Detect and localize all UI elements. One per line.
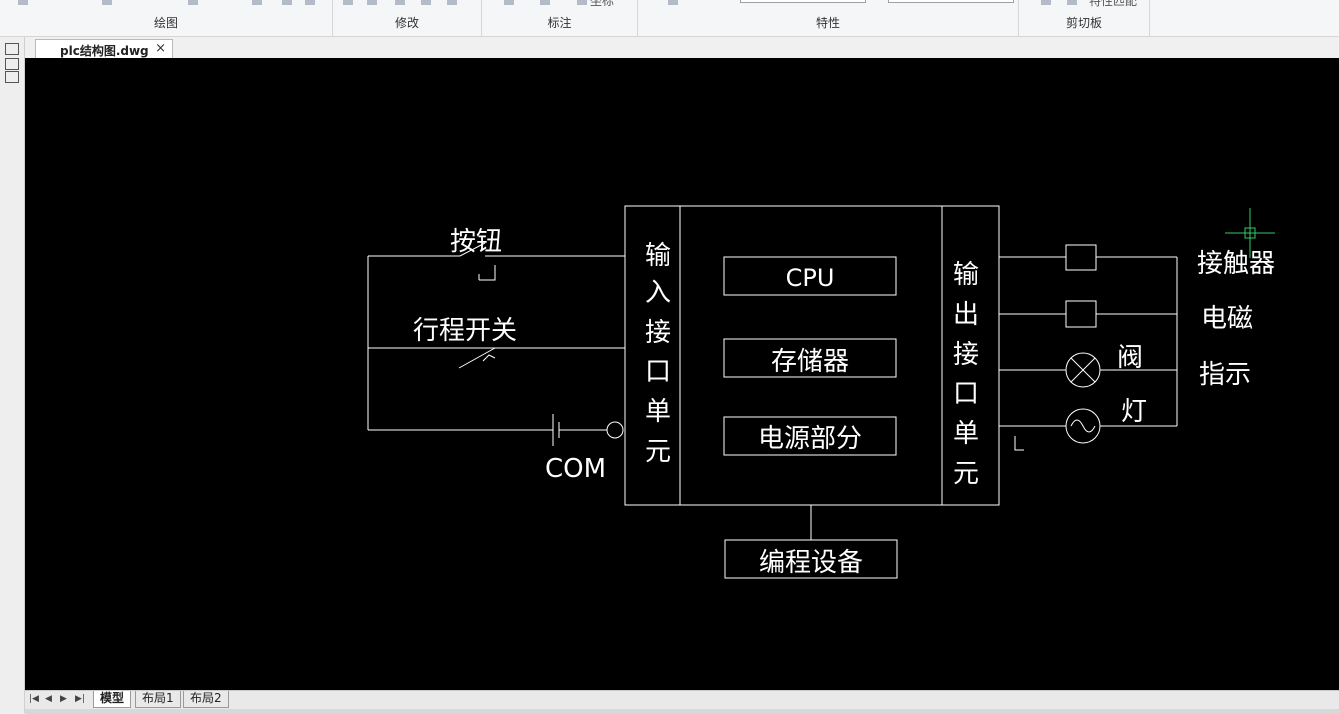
plc-outer-box xyxy=(624,205,1000,506)
contactor-label: 接触器 xyxy=(1197,249,1275,279)
ribbon-group-properties[interactable]: 特性 xyxy=(638,0,1019,36)
ribbon-group-clipboard[interactable]: 特性匹配 剪切板 xyxy=(1019,0,1150,36)
indicator-lamp-cross xyxy=(1070,357,1096,383)
modify-tool-icon[interactable] xyxy=(343,0,353,5)
clipboard-tool-icon[interactable] xyxy=(1041,0,1051,5)
output-unit-char: 元 xyxy=(953,459,979,489)
draw-tool-icon[interactable] xyxy=(252,0,262,5)
output-unit-char: 单 xyxy=(953,419,979,449)
button-contact xyxy=(459,242,486,257)
crosshair-cursor xyxy=(1225,208,1275,258)
draw-tool-icon[interactable] xyxy=(282,0,292,5)
horizontal-scrollbar[interactable] xyxy=(25,709,1339,714)
button-label: 按钮 xyxy=(450,227,502,257)
limit-switch-contact xyxy=(458,347,496,369)
input-unit-char: 输 xyxy=(645,241,671,271)
output-unit-char: 输 xyxy=(953,260,979,290)
tab-model[interactable]: 模型 xyxy=(93,691,132,708)
match-properties-label[interactable]: 特性匹配 xyxy=(1089,0,1138,8)
valve-label: 阀 xyxy=(1117,343,1143,373)
ribbon-group-modify[interactable]: 修改 xyxy=(333,0,482,36)
coordinate-icon[interactable] xyxy=(577,0,587,5)
dimension-tool-icon[interactable] xyxy=(504,0,514,5)
cpu-label: CPU xyxy=(786,264,835,292)
crosshair-pickbox xyxy=(1244,227,1256,239)
ribbon-toolbar: 绘图 修改 坐标 标注 特性 特性匹配 剪切板 xyxy=(0,0,1339,37)
panel-toggle-icon[interactable] xyxy=(5,43,19,55)
limit-switch-label: 行程开关 xyxy=(413,316,517,346)
document-tab[interactable]: plc结构图.dwg × xyxy=(35,39,173,58)
output-unit-char: 口 xyxy=(953,379,979,409)
drawing-canvas[interactable]: 按钮 行程开关 COM 输 入 接 口 单 元 输 出 接 口 单 元 CPU … xyxy=(25,58,1339,690)
com-terminal xyxy=(606,421,624,439)
match-properties-icon[interactable] xyxy=(1067,0,1077,5)
com-label: COM xyxy=(545,454,606,484)
next-tab-icon[interactable]: ▶ xyxy=(60,694,67,704)
solenoid-coil xyxy=(1065,300,1097,328)
output-unit-char: 出 xyxy=(953,300,979,330)
input-unit-char: 入 xyxy=(645,278,671,308)
property-field[interactable] xyxy=(888,0,1014,3)
property-dropdown-icon[interactable] xyxy=(668,0,678,5)
close-icon[interactable]: × xyxy=(155,41,166,56)
panel-list-icon[interactable] xyxy=(5,71,19,83)
plc-structure-drawing: 按钮 行程开关 COM 输 入 接 口 单 元 输 出 接 口 单 元 CPU … xyxy=(367,205,1275,579)
document-tabbar: plc结构图.dwg × xyxy=(25,37,1339,58)
draw-tool-icon[interactable] xyxy=(305,0,315,5)
cpu-block xyxy=(723,256,897,296)
input-unit-char: 接 xyxy=(645,318,671,348)
ribbon-group-label: 绘图 xyxy=(153,16,178,30)
tab-layout2[interactable]: 布局2 xyxy=(183,691,229,708)
dimension-tool-icon[interactable] xyxy=(540,0,550,5)
lamp-label: 灯 xyxy=(1121,397,1147,427)
input-unit-char: 口 xyxy=(645,357,671,387)
ribbon-group-label: 标注 xyxy=(547,16,572,30)
property-field[interactable] xyxy=(740,0,866,3)
document-tab-title: plc结构图.dwg xyxy=(60,44,149,58)
power-label: 电源部分 xyxy=(758,424,862,454)
output-unit-char: 接 xyxy=(953,340,979,370)
coordinate-label[interactable]: 坐标 xyxy=(590,0,615,8)
panel-list-icon[interactable] xyxy=(5,58,19,70)
modify-tool-icon[interactable] xyxy=(421,0,431,5)
contactor-coil xyxy=(1065,244,1097,271)
programming-device-block xyxy=(724,539,898,579)
ribbon-group-label: 修改 xyxy=(394,16,419,30)
ribbon-group-label: 特性 xyxy=(815,16,840,30)
draw-tool-icon[interactable] xyxy=(188,0,198,5)
input-unit-char: 元 xyxy=(645,437,671,467)
input-unit-char: 单 xyxy=(645,397,671,427)
first-tab-icon[interactable]: |◀ xyxy=(29,694,39,704)
ac-lamp-wave xyxy=(1070,419,1096,433)
draw-tool-icon[interactable] xyxy=(18,0,28,5)
ribbon-group-draw[interactable]: 绘图 xyxy=(0,0,333,36)
button-actuator xyxy=(479,265,496,281)
modify-tool-icon[interactable] xyxy=(395,0,405,5)
prev-tab-icon[interactable]: ◀ xyxy=(45,694,52,704)
last-tab-icon[interactable]: ▶| xyxy=(75,694,85,704)
power-block xyxy=(723,416,897,456)
indicator-label: 指示 xyxy=(1199,360,1251,390)
tab-layout1[interactable]: 布局1 xyxy=(135,691,181,708)
ucs-mark xyxy=(1014,436,1024,451)
memory-block xyxy=(723,338,897,378)
solenoid-label: 电磁 xyxy=(1201,304,1253,334)
limit-switch-actuator xyxy=(482,354,496,362)
draw-tool-icon[interactable] xyxy=(102,0,112,5)
layout-tab-bar: |◀ ◀ ▶ ▶| 模型 布局1 布局2 xyxy=(25,690,1339,714)
programming-device-label: 编程设备 xyxy=(759,548,863,578)
side-panel-strip xyxy=(0,37,25,713)
ribbon-group-label: 剪切板 xyxy=(1065,16,1102,30)
ribbon-group-dimension[interactable]: 坐标 标注 xyxy=(482,0,638,36)
modify-tool-icon[interactable] xyxy=(447,0,457,5)
memory-label: 存储器 xyxy=(771,347,849,377)
modify-tool-icon[interactable] xyxy=(367,0,377,5)
